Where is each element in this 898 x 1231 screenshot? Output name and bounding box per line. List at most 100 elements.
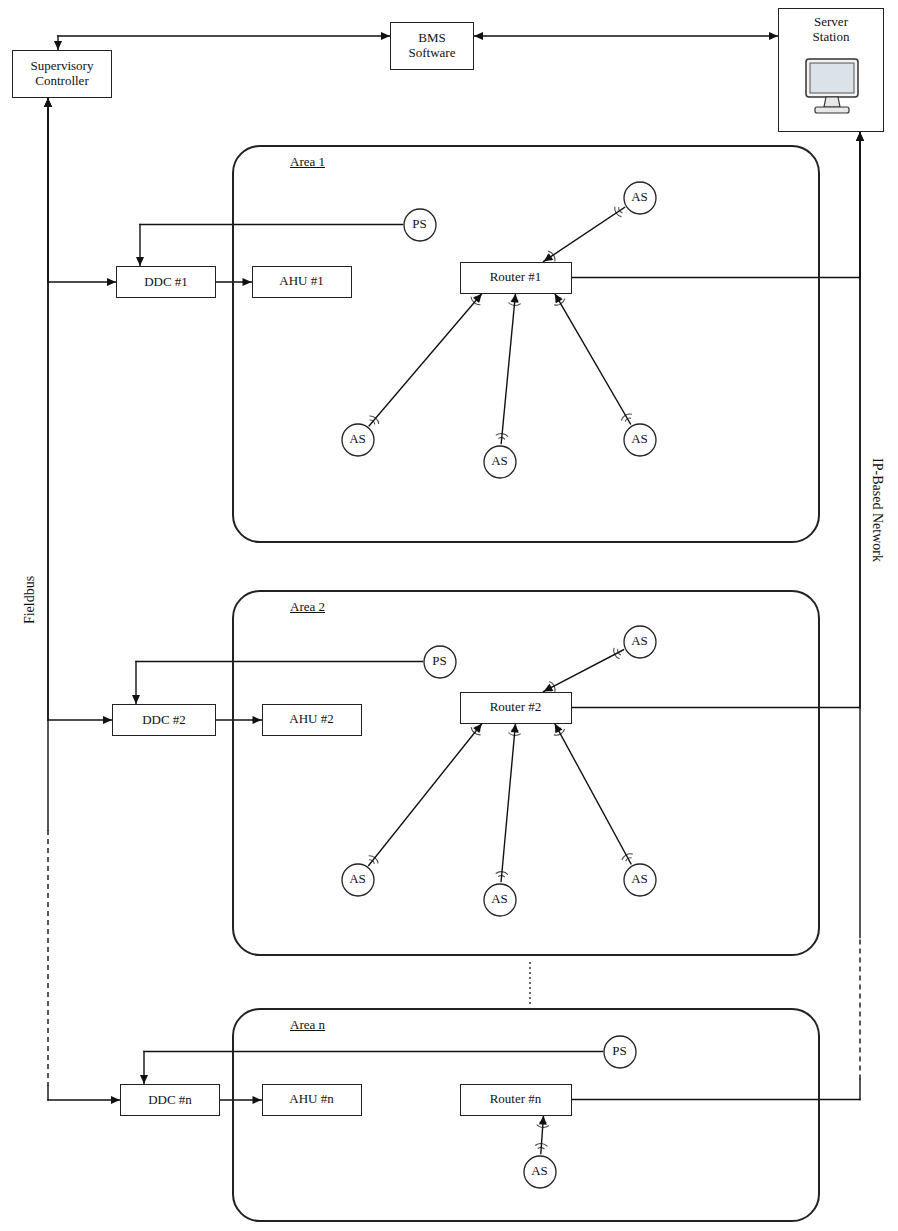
- arrow-head: [539, 1116, 547, 1125]
- arrow-head: [856, 132, 864, 141]
- node-text: AS: [628, 634, 651, 649]
- connector-line: [48, 1099, 120, 1100]
- connector-line: [48, 281, 116, 282]
- connector-line: [859, 1080, 860, 1100]
- arrow-head: [473, 294, 482, 303]
- connector-arrow: [369, 724, 482, 866]
- ddc-controller-box: DDC #1: [116, 266, 216, 298]
- as-sensor-circle: AS: [523, 1155, 557, 1189]
- connector-arrow: [474, 32, 778, 40]
- connector-line: [555, 294, 631, 424]
- ps-sensor-circle: PS: [423, 645, 457, 679]
- connector-arrow: [132, 662, 423, 705]
- arrow-head: [44, 98, 52, 107]
- ahu-box: AHU #1: [252, 266, 352, 298]
- monitor-icon: [779, 55, 885, 125]
- connector-line: [572, 1099, 861, 1100]
- bus-label: Fieldbus: [22, 576, 38, 624]
- as-sensor-circle: AS: [483, 445, 517, 479]
- circle-outline: [604, 1036, 636, 1068]
- connector-arrow: [496, 294, 521, 444]
- connector-line: [859, 938, 860, 1080]
- connector-line: [140, 224, 403, 225]
- connector-line: [544, 650, 624, 692]
- circle-outline: [624, 626, 656, 658]
- connector-line: [47, 98, 48, 830]
- connector-line: [369, 724, 482, 866]
- router-box: Router #1: [460, 262, 572, 294]
- arrow-head: [511, 294, 519, 303]
- area-heading: Area 2: [290, 600, 325, 615]
- connector-arrow: [220, 1096, 262, 1104]
- node-text: AS: [628, 432, 651, 447]
- supervisory-controller-box: Supervisory Controller: [12, 50, 112, 98]
- circle-outline: [342, 864, 374, 896]
- connector-line: [136, 661, 423, 662]
- connector-arrow: [496, 724, 521, 882]
- area-region: Area 1PSASAHU #1Router #1ASASAS: [232, 145, 820, 543]
- arrow-head: [544, 684, 554, 692]
- circle-outline: [624, 424, 656, 456]
- connector-arrow: [572, 132, 865, 708]
- connector-line: [48, 719, 112, 720]
- connector-arrow: [44, 98, 116, 286]
- monitor-icon: [824, 97, 840, 107]
- connector-line: [47, 830, 48, 1086]
- connector-line: [859, 132, 860, 938]
- ps-sensor-circle: PS: [403, 208, 437, 242]
- network-label: IP-Based Network: [869, 458, 885, 562]
- circle-outline: [524, 1156, 556, 1188]
- area-heading: Area n: [290, 1018, 325, 1033]
- arrow-head: [54, 41, 62, 50]
- as-sensor-circle: AS: [341, 423, 375, 457]
- router-box: Router #2: [460, 692, 572, 724]
- ps-sensor-circle: PS: [603, 1035, 637, 1069]
- connector-line: [58, 35, 390, 36]
- monitor-icon: [806, 59, 858, 97]
- arrow-head: [555, 724, 563, 734]
- connector-arrow: [369, 294, 482, 426]
- arrow-head: [474, 32, 483, 40]
- circle-outline: [484, 446, 516, 478]
- connector-arrow: [136, 225, 403, 267]
- ddc-controller-box: DDC #2: [112, 704, 216, 736]
- area-region: Area nPSAHU #nRouter #nAS: [232, 1008, 820, 1222]
- connector-line: [555, 724, 631, 864]
- connector-arrow: [54, 32, 390, 50]
- node-text: DDC #n: [145, 1093, 195, 1108]
- bms-software-box: BMS Software: [390, 22, 474, 70]
- node-text: AS: [488, 892, 511, 907]
- arrow-head: [555, 294, 563, 304]
- ahu-box: AHU #n: [262, 1084, 362, 1116]
- arrow-head: [381, 32, 390, 40]
- circle-outline: [624, 182, 656, 214]
- as-sensor-circle: AS: [623, 863, 657, 897]
- circle-outline: [424, 646, 456, 678]
- as-sensor-circle: AS: [341, 863, 375, 897]
- arrow-head: [769, 32, 778, 40]
- node-text: AS: [528, 1164, 551, 1179]
- node-text: AHU #1: [276, 274, 326, 289]
- connector-arrow: [140, 1052, 603, 1085]
- as-sensor-circle: AS: [623, 423, 657, 457]
- node-text: Supervisory Controller: [13, 59, 111, 89]
- connector-arrow: [554, 724, 633, 864]
- node-text: Router #2: [487, 700, 545, 715]
- connector-line: [572, 277, 861, 278]
- circle-outline: [404, 209, 436, 241]
- node-text: DDC #1: [141, 275, 191, 290]
- node-text: BMS Software: [391, 31, 473, 61]
- connector-arrow: [44, 98, 112, 724]
- arrow-head: [856, 132, 864, 141]
- arrow-head: [253, 716, 262, 724]
- circle-outline: [342, 424, 374, 456]
- connector-arrow: [216, 716, 262, 724]
- arrow-head: [136, 257, 144, 266]
- monitor-icon: [815, 107, 849, 113]
- as-sensor-circle: AS: [623, 181, 657, 215]
- arrow-head: [511, 724, 519, 733]
- as-sensor-circle: AS: [623, 625, 657, 659]
- server-station-box: Server Station: [778, 8, 884, 132]
- circle-outline: [484, 884, 516, 916]
